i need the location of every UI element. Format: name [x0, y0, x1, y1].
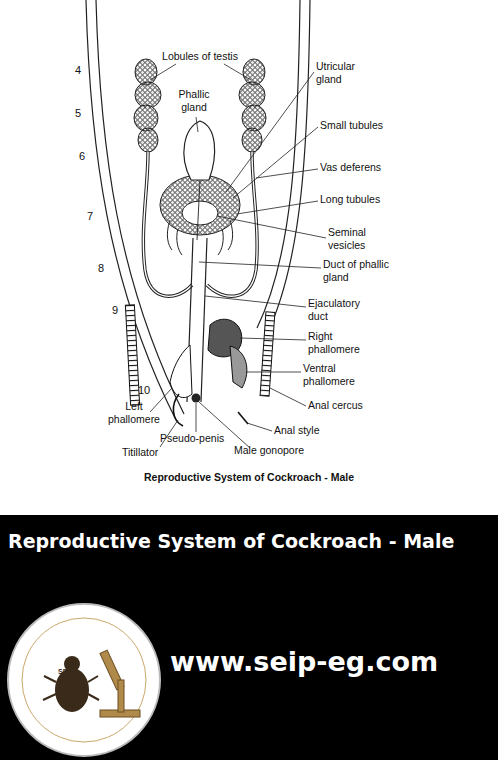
part-label: Vas deferens	[320, 161, 430, 174]
logo-ring	[22, 618, 146, 742]
testis-lobule	[242, 105, 266, 131]
website-url: www.seip-eg.com	[170, 646, 490, 679]
microscope-arm	[118, 680, 124, 712]
part-label: Seminal vesicles	[328, 226, 386, 252]
part-label: Phallic gland	[168, 88, 220, 114]
segment-number: 4	[75, 64, 89, 77]
part-label: Long tubules	[320, 193, 430, 206]
beetle-leg	[88, 694, 99, 700]
part-label: Lobules of testis	[135, 50, 265, 63]
ventral-phallomere	[230, 346, 247, 388]
body-wall-line	[257, 0, 300, 328]
microscope	[100, 650, 140, 717]
leader-line	[237, 201, 318, 214]
leader-line	[246, 372, 301, 373]
leader-line	[233, 127, 318, 198]
logo-disc	[8, 604, 160, 756]
titillator	[173, 394, 183, 426]
testis-lobule	[243, 59, 265, 85]
segment-number: 7	[87, 210, 101, 223]
part-label: Left phallomere	[102, 400, 166, 426]
part-label: Pseudo-penis	[160, 432, 240, 445]
logo	[8, 604, 160, 756]
seminal-vesicle	[182, 201, 218, 225]
testis-lobule	[242, 128, 262, 152]
segment-number: 9	[112, 304, 126, 317]
segment-number: 6	[79, 150, 93, 163]
phallic-duct	[197, 180, 200, 240]
leader-line	[199, 262, 321, 268]
part-label: Titillator	[122, 446, 192, 459]
beetle-legs	[43, 676, 99, 700]
beetle-leg	[44, 676, 56, 682]
part-label: Right phallomere	[308, 330, 376, 356]
anal-cercus	[125, 305, 139, 405]
part-label: Ventral phallomere	[303, 362, 375, 388]
leader-lines	[150, 64, 326, 448]
segment-number: 8	[98, 262, 112, 275]
leader-line	[205, 296, 306, 307]
title: Reproductive System of Cockroach - Male	[8, 530, 494, 553]
logo-text: SEIP	[58, 668, 92, 677]
body-wall	[86, 0, 310, 420]
testis-lobule	[135, 59, 157, 85]
left-phallomere	[170, 345, 192, 398]
part-label: Male gonopore	[234, 444, 334, 457]
segment-number: 10	[138, 384, 156, 397]
part-label: Anal cercus	[308, 399, 398, 412]
leader-line	[196, 403, 197, 432]
part-label: Duct of phallic gland	[323, 258, 407, 284]
beetle-leg	[43, 694, 56, 700]
leader-line	[256, 169, 318, 178]
leader-line	[240, 338, 306, 340]
white-panel	[0, 0, 498, 515]
leader-line	[226, 72, 314, 192]
phallic-gland	[184, 121, 215, 180]
part-label: Anal style	[274, 424, 354, 437]
testis-lobule	[135, 82, 161, 108]
part-label: Utricular gland	[316, 60, 376, 86]
beetle-leg	[88, 676, 98, 682]
testis-lobule	[138, 128, 158, 152]
segment-number: 5	[75, 107, 89, 120]
anal-cercus	[260, 312, 275, 396]
part-label: Small tubules	[320, 119, 430, 132]
pseudo-penis	[192, 394, 201, 403]
leader-line	[247, 423, 272, 431]
part-label: Ejaculatory duct	[308, 297, 372, 323]
testis-lobule	[239, 82, 265, 108]
leader-line	[224, 64, 251, 80]
leader-line	[217, 216, 326, 238]
leader-line	[270, 388, 306, 406]
leader-line	[196, 117, 198, 132]
leader-line	[150, 388, 172, 412]
caption: Reproductive System of Cockroach - Male	[99, 471, 399, 484]
anal-style	[238, 412, 248, 424]
testis-lobule	[134, 105, 158, 131]
leader-line	[150, 64, 176, 80]
